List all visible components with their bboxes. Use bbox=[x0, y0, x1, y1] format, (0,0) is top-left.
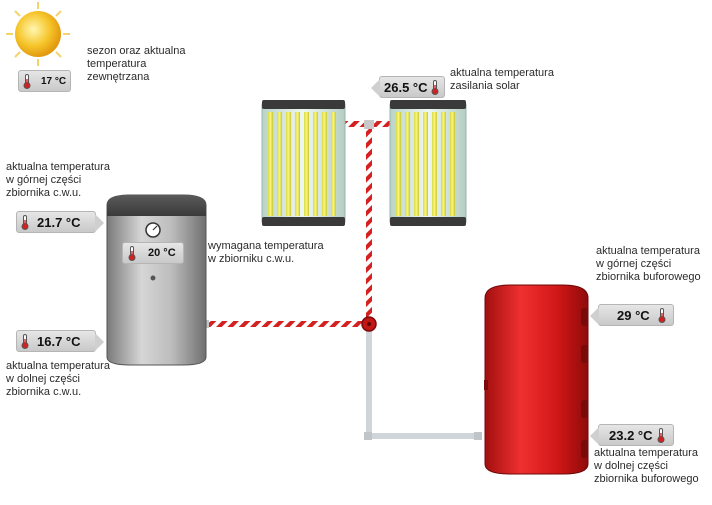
thermometer-icon bbox=[658, 307, 666, 323]
dhw-tank bbox=[106, 194, 207, 366]
thermometer-icon bbox=[657, 427, 665, 443]
dhw-top-temp-badge: 21.7 °C bbox=[16, 211, 104, 233]
thermometer-icon bbox=[128, 245, 136, 261]
gauge-icon bbox=[145, 222, 161, 238]
buffer-top-temp-badge: 29 °C bbox=[590, 304, 674, 326]
solar-collector-left bbox=[261, 100, 346, 226]
dhw-bottom-label: aktualna temperatura w dolnej części zbi… bbox=[6, 360, 110, 398]
buffer-top-label: aktualna temperatura w górnej części zbi… bbox=[596, 245, 701, 283]
outside-temp-label: sezon oraz aktualna temperatura zewnętrz… bbox=[87, 45, 186, 83]
solar-temp-badge: 26.5 °C bbox=[371, 76, 445, 98]
buffer-bottom-temp-value: 23.2 °C bbox=[609, 427, 653, 443]
thermometer-icon bbox=[431, 79, 439, 95]
solar-temp-value: 26.5 °C bbox=[384, 79, 428, 95]
dhw-top-temp-value: 21.7 °C bbox=[37, 214, 81, 230]
dhw-required-temp-badge: 20 °C bbox=[122, 242, 184, 264]
cold-return-pipe bbox=[366, 327, 481, 439]
solar-collector-right bbox=[389, 100, 467, 226]
outside-temp-badge: 17 °C bbox=[18, 70, 71, 92]
thermometer-icon bbox=[21, 333, 29, 349]
dhw-top-label: aktualna temperatura w górnej części zbi… bbox=[6, 161, 110, 199]
dhw-required-label: wymagana temperatura w zbiorniku c.w.u. bbox=[208, 240, 324, 265]
buffer-top-temp-value: 29 °C bbox=[617, 307, 650, 323]
sun-icon bbox=[6, 2, 70, 66]
solar-temp-label: aktualna temperatura zasilania solar bbox=[450, 67, 554, 92]
thermometer-icon bbox=[23, 73, 31, 89]
dhw-bottom-temp-badge: 16.7 °C bbox=[16, 330, 104, 352]
buffer-bottom-temp-badge: 23.2 °C bbox=[590, 424, 674, 446]
dhw-required-temp-value: 20 °C bbox=[148, 247, 176, 259]
dhw-bottom-temp-value: 16.7 °C bbox=[37, 333, 81, 349]
buffer-bottom-label: aktualna temperatura w dolnej części zbi… bbox=[594, 447, 699, 485]
thermometer-icon bbox=[21, 214, 29, 230]
buffer-tank bbox=[484, 284, 589, 475]
outside-temp-value: 17 °C bbox=[41, 75, 67, 87]
